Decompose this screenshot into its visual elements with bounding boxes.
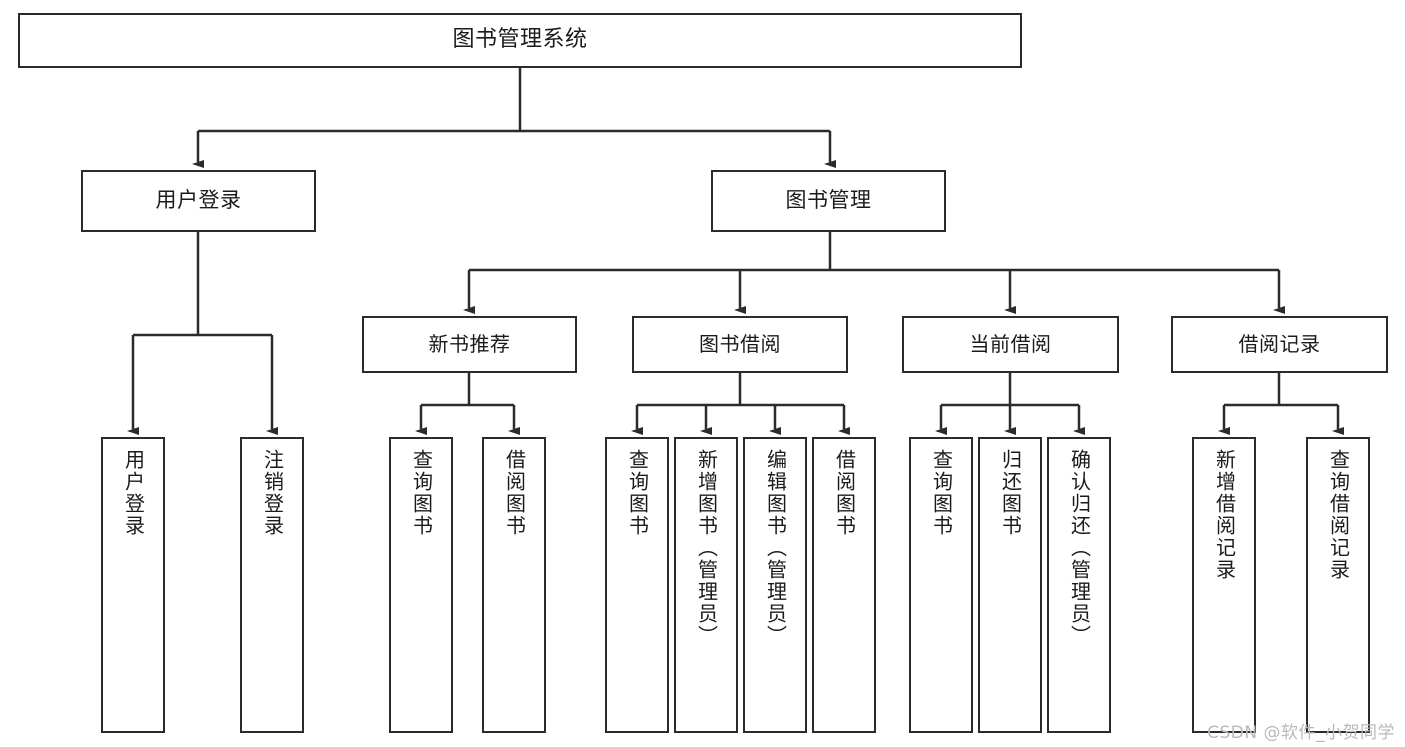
leaf-borrow-book-query-book[interactable]: 查询图书 [605, 437, 669, 733]
node-user-login[interactable]: 用户登录 [81, 170, 316, 232]
node-label: 注销登录 [260, 449, 285, 537]
node-label: 新增借阅记录 [1212, 449, 1237, 581]
node-borrow-record[interactable]: 借阅记录 [1171, 316, 1388, 373]
node-label: 新增图书（管理员） [694, 449, 719, 647]
leaf-new-book-borrow-book[interactable]: 借阅图书 [482, 437, 546, 733]
node-label: 图书借阅 [699, 332, 781, 357]
node-book-management[interactable]: 图书管理 [711, 170, 946, 232]
node-label: 编辑图书（管理员） [763, 449, 788, 647]
leaf-borrow-book-add-book-admin[interactable]: 新增图书（管理员） [674, 437, 738, 733]
node-label: 归还图书 [998, 449, 1023, 537]
node-label: 新书推荐 [428, 332, 511, 357]
leaf-borrow-record-add-record[interactable]: 新增借阅记录 [1192, 437, 1256, 733]
node-label: 当前借阅 [969, 332, 1052, 357]
node-label: 图书管理 [785, 188, 872, 213]
leaf-borrow-record-query-record[interactable]: 查询借阅记录 [1306, 437, 1370, 733]
node-book-borrow[interactable]: 图书借阅 [632, 316, 848, 373]
leaf-current-borrow-return-book[interactable]: 归还图书 [978, 437, 1042, 733]
leaf-current-borrow-query-book[interactable]: 查询图书 [909, 437, 973, 733]
leaf-borrow-book-borrow-book[interactable]: 借阅图书 [812, 437, 876, 733]
node-label: 借阅图书 [502, 449, 527, 537]
leaf-user-login-login[interactable]: 用户登录 [101, 437, 165, 733]
node-label: 借阅记录 [1238, 332, 1321, 357]
node-label: 用户登录 [121, 449, 146, 537]
node-label: 查询图书 [625, 449, 650, 537]
node-label: 查询图书 [929, 449, 954, 537]
node-label: 借阅图书 [832, 449, 857, 537]
node-current-borrow[interactable]: 当前借阅 [902, 316, 1119, 373]
node-new-book-recommendation[interactable]: 新书推荐 [362, 316, 577, 373]
node-label: 图书管理系统 [452, 27, 588, 53]
leaf-new-book-query-book[interactable]: 查询图书 [389, 437, 453, 733]
node-label: 确认归还（管理员） [1067, 449, 1092, 647]
node-label: 查询借阅记录 [1326, 449, 1351, 581]
node-root-book-management-system[interactable]: 图书管理系统 [18, 13, 1022, 68]
leaf-user-login-logout[interactable]: 注销登录 [240, 437, 304, 733]
node-label: 用户登录 [155, 188, 242, 213]
leaf-borrow-book-edit-book-admin[interactable]: 编辑图书（管理员） [743, 437, 807, 733]
node-label: 查询图书 [409, 449, 434, 537]
leaf-current-borrow-confirm-return-admin[interactable]: 确认归还（管理员） [1047, 437, 1111, 733]
